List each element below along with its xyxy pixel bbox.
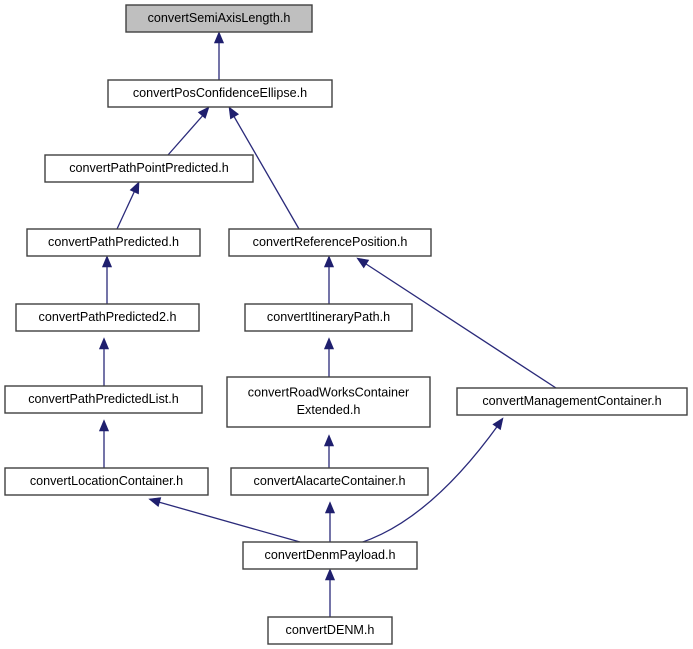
edge-denmPayload-to-roadWorksContainerExtended: [323, 434, 335, 468]
node-label: convertPathPointPredicted.h: [69, 161, 229, 175]
edge-managementContainer-to-referencePosition: [356, 257, 557, 389]
arrowhead-icon: [148, 497, 162, 507]
node-box[interactable]: [456, 387, 688, 416]
arrowhead-icon: [323, 434, 335, 447]
edge-denmPayload-to-locationContainer: [148, 497, 301, 543]
node-pathPredicted[interactable]: convertPathPredicted.h: [26, 228, 201, 257]
node-posConfidenceEllipse[interactable]: convertPosConfidenceEllipse.h: [107, 79, 333, 108]
edge-pathPointPredicted-to-posConfidenceEllipse: [167, 106, 210, 156]
node-box[interactable]: [230, 467, 429, 496]
node-box[interactable]: [242, 541, 418, 570]
node-label: convertDenmPayload.h: [265, 548, 396, 562]
arrowhead-icon: [98, 337, 110, 350]
node-label: convertPathPredicted.h: [48, 235, 179, 249]
arrowhead-icon: [356, 257, 370, 269]
node-box[interactable]: [44, 154, 254, 183]
nodes-layer: convertSemiAxisLength.h convertPosConfide…: [4, 4, 688, 645]
edge-denmPayload-to-managementContainer: [359, 417, 504, 544]
arrowhead-icon: [98, 419, 110, 432]
node-locationContainer[interactable]: convertLocationContainer.h: [4, 467, 209, 496]
arrowhead-icon: [228, 106, 240, 120]
arrowhead-icon: [323, 255, 335, 268]
node-label: convertAlacarteContainer.h: [254, 474, 406, 488]
edge-itineraryPath-to-referencePosition: [323, 255, 335, 304]
node-box[interactable]: [244, 303, 413, 332]
node-label: convertPathPredictedList.h: [28, 392, 179, 406]
arrowhead-icon: [197, 106, 210, 119]
node-box[interactable]: [125, 4, 313, 33]
node-semiAxisLength[interactable]: convertSemiAxisLength.h: [125, 4, 313, 33]
node-box[interactable]: [26, 228, 201, 257]
edge-posConfidenceEllipse-to-semiAxisLength: [213, 31, 225, 80]
node-itineraryPath[interactable]: convertItineraryPath.h: [244, 303, 413, 332]
node-pathPredictedList[interactable]: convertPathPredictedList.h: [4, 385, 203, 414]
edge-line: [167, 112, 206, 156]
node-label: convertPathPredicted2.h: [39, 310, 177, 324]
node-box[interactable]: [4, 385, 203, 414]
node-label: convertReferencePosition.h: [253, 235, 408, 249]
node-managementContainer[interactable]: convertManagementContainer.h: [456, 387, 688, 416]
node-alacarteContainer[interactable]: convertAlacarteContainer.h: [230, 467, 429, 496]
node-box[interactable]: [226, 376, 431, 428]
edge-denmPayload-to-alacarteContainer: [324, 501, 336, 542]
node-label: convertItineraryPath.h: [267, 310, 390, 324]
edges-layer: [98, 31, 557, 617]
edge-referencePosition-to-posConfidenceEllipse: [228, 106, 300, 230]
arrowhead-icon: [323, 337, 335, 350]
node-label: convertLocationContainer.h: [30, 474, 183, 488]
node-box[interactable]: [107, 79, 333, 108]
node-referencePosition[interactable]: convertReferencePosition.h: [228, 228, 432, 257]
node-label: Extended.h: [297, 403, 361, 417]
node-denmPayload[interactable]: convertDenmPayload.h: [242, 541, 418, 570]
node-box[interactable]: [267, 616, 393, 645]
edge-line: [154, 500, 301, 543]
edge-line: [362, 261, 557, 389]
arrowhead-icon: [101, 255, 113, 268]
edge-locationContainer-to-pathPredictedList: [98, 419, 110, 468]
node-label: convertDENM.h: [286, 623, 375, 637]
node-box[interactable]: [4, 467, 209, 496]
edge-line: [359, 423, 500, 544]
node-box[interactable]: [15, 303, 200, 332]
edge-pathPredicted2-to-pathPredicted: [101, 255, 113, 304]
arrowhead-icon: [324, 501, 336, 514]
node-label: convertManagementContainer.h: [482, 394, 661, 408]
node-box[interactable]: [228, 228, 432, 257]
arrowhead-icon: [324, 568, 336, 581]
edge-pathPredictedList-to-pathPredicted2: [98, 337, 110, 386]
edge-pathPredicted-to-pathPointPredicted: [116, 181, 140, 230]
node-denm[interactable]: convertDENM.h: [267, 616, 393, 645]
edge-denm-to-denmPayload: [324, 568, 336, 617]
node-label: convertPosConfidenceEllipse.h: [133, 86, 307, 100]
node-pathPointPredicted[interactable]: convertPathPointPredicted.h: [44, 154, 254, 183]
arrowhead-icon: [492, 417, 504, 431]
arrowhead-icon: [213, 31, 225, 44]
node-pathPredicted2[interactable]: convertPathPredicted2.h: [15, 303, 200, 332]
edge-line: [231, 112, 300, 230]
edge-roadWorksContainerExtended-to-itineraryPath: [323, 337, 335, 377]
node-label: convertSemiAxisLength.h: [148, 11, 291, 25]
node-label: convertRoadWorksContainer: [248, 386, 409, 400]
arrowhead-icon: [129, 181, 140, 195]
edge-line: [116, 187, 137, 230]
